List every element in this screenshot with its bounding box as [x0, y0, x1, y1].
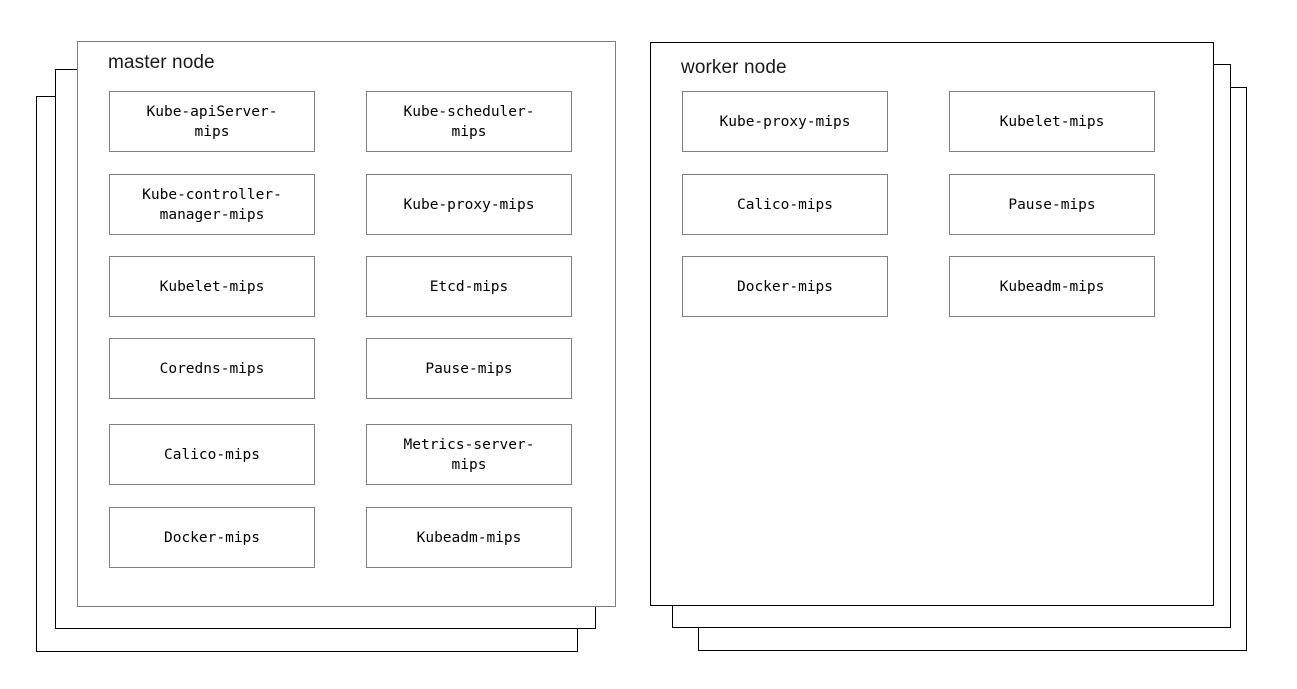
- master-node-title: master node: [108, 52, 215, 73]
- component-label: Kubeadm-mips: [416, 529, 522, 546]
- component-box-pause-master[interactable]: Pause-mips: [366, 338, 572, 399]
- component-box-calico-worker[interactable]: Calico-mips: [682, 174, 888, 235]
- component-box-kubeadm-master[interactable]: Kubeadm-mips: [366, 507, 572, 568]
- component-label: Kubeadm-mips: [999, 278, 1105, 295]
- component-label: Calico-mips: [736, 196, 834, 213]
- component-label: Kube-controller- manager-mips: [142, 186, 282, 223]
- component-label: Kubelet-mips: [159, 278, 265, 295]
- component-label: Kubelet-mips: [999, 113, 1105, 130]
- component-box-docker-worker[interactable]: Docker-mips: [682, 256, 888, 317]
- component-box-calico-master[interactable]: Calico-mips: [109, 424, 315, 485]
- component-label: Coredns-mips: [159, 360, 265, 377]
- component-label: Kube-proxy-mips: [719, 113, 851, 130]
- component-box-kube-controller-manager[interactable]: Kube-controller- manager-mips: [109, 174, 315, 235]
- component-box-metrics-server[interactable]: Metrics-server- mips: [366, 424, 572, 485]
- component-box-kubelet-worker[interactable]: Kubelet-mips: [949, 91, 1155, 152]
- component-label: Kube-proxy-mips: [403, 196, 535, 213]
- component-label: Etcd-mips: [429, 278, 509, 295]
- component-box-coredns[interactable]: Coredns-mips: [109, 338, 315, 399]
- component-label: Pause-mips: [1008, 196, 1096, 213]
- component-box-kubeadm-worker[interactable]: Kubeadm-mips: [949, 256, 1155, 317]
- component-box-docker-master[interactable]: Docker-mips: [109, 507, 315, 568]
- component-box-pause-worker[interactable]: Pause-mips: [949, 174, 1155, 235]
- component-box-kubelet-master[interactable]: Kubelet-mips: [109, 256, 315, 317]
- component-label: Docker-mips: [163, 529, 261, 546]
- component-box-kube-scheduler[interactable]: Kube-scheduler- mips: [366, 91, 572, 152]
- component-box-kube-apiserver[interactable]: Kube-apiServer- mips: [109, 91, 315, 152]
- worker-node-title: worker node: [681, 57, 787, 78]
- component-label: Calico-mips: [163, 446, 261, 463]
- component-box-kube-proxy-master[interactable]: Kube-proxy-mips: [366, 174, 572, 235]
- component-label: Kube-apiServer- mips: [146, 103, 278, 140]
- component-label: Pause-mips: [425, 360, 513, 377]
- component-box-kube-proxy-worker[interactable]: Kube-proxy-mips: [682, 91, 888, 152]
- component-box-etcd[interactable]: Etcd-mips: [366, 256, 572, 317]
- component-label: Metrics-server- mips: [403, 436, 535, 473]
- component-label: Kube-scheduler- mips: [403, 103, 535, 140]
- component-label: Docker-mips: [736, 278, 834, 295]
